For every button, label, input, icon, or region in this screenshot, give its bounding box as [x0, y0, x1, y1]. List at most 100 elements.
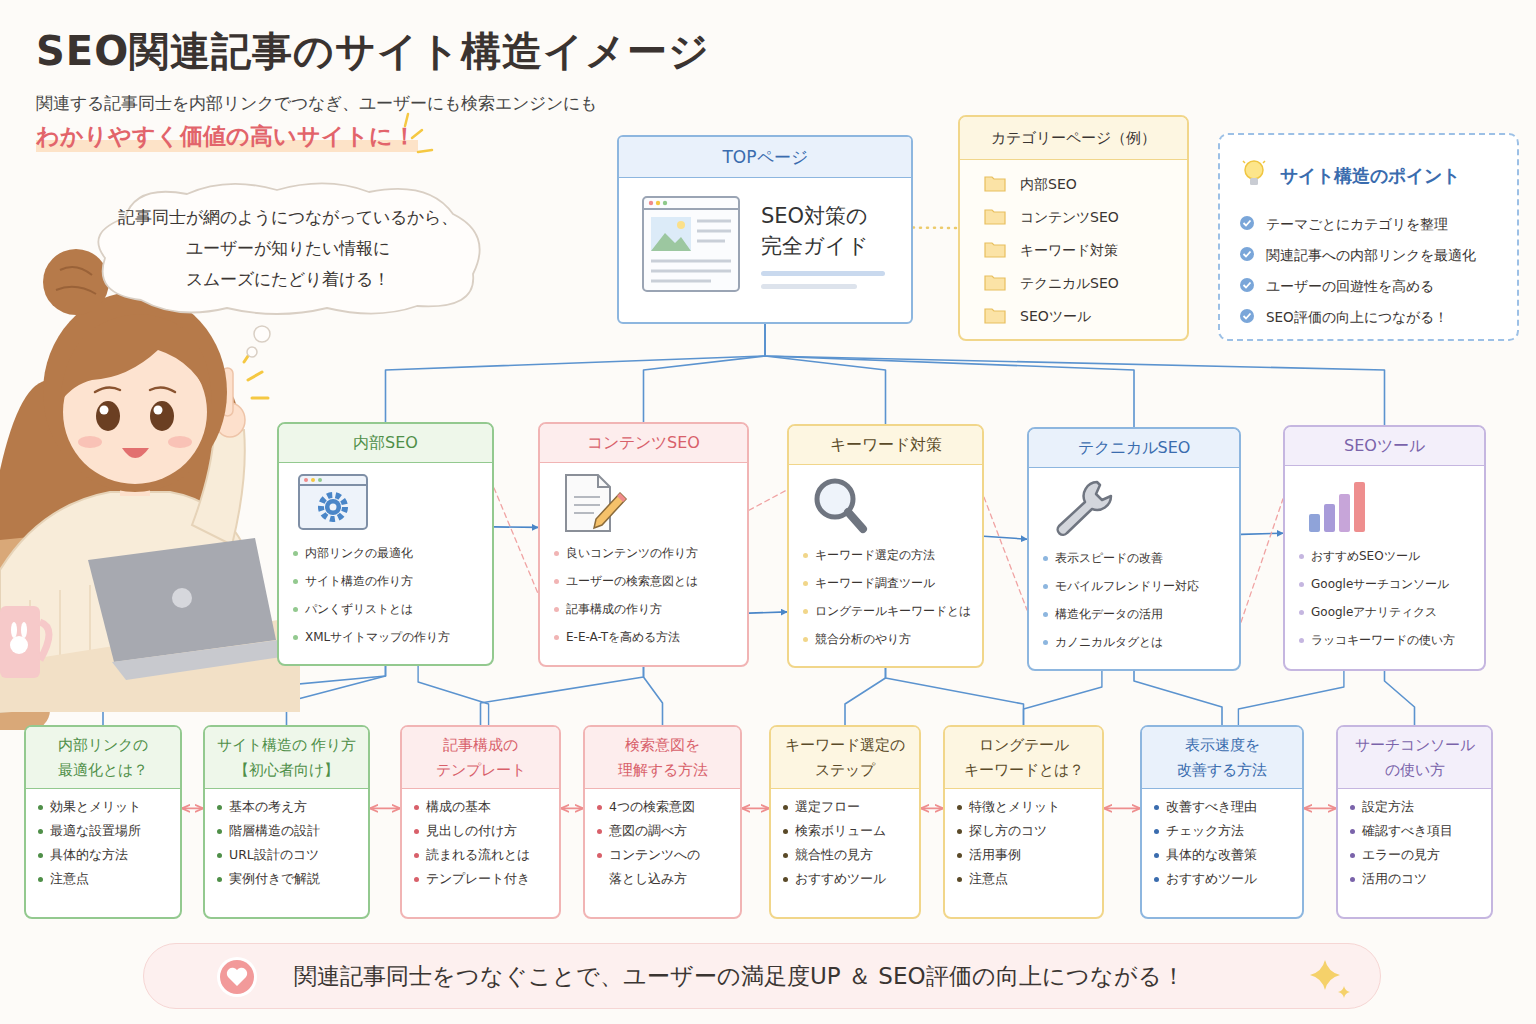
item-list: 4つの検索意図意図の調べ方コンテンツへの 落とし込み方 [585, 789, 740, 891]
category-heading: 内部SEO [279, 424, 492, 463]
item-text: 表示スピードの改善 [1055, 551, 1163, 565]
category-icon-part-part [311, 478, 315, 482]
folder-icon-part-part [985, 243, 1005, 257]
item-text: キーワード対策 [1020, 242, 1118, 260]
bullet [217, 853, 222, 858]
bullet [217, 829, 222, 834]
list-row: SEOツール [984, 300, 1187, 333]
text-bars [761, 269, 891, 293]
list-item: 見出しの付け方 [414, 819, 555, 843]
page-icon [641, 195, 741, 295]
list-item: 競合性の見方 [783, 843, 915, 867]
category-icon [279, 463, 492, 529]
folder-icon-part-part [985, 177, 1005, 191]
bullet [217, 805, 222, 810]
item-text: 良いコンテンツの作り方 [566, 546, 698, 560]
item-text: URL設計のコツ [229, 847, 319, 862]
category-heading: テクニカルSEO [1029, 429, 1239, 468]
list-item: 改善すべき理由 [1154, 795, 1298, 819]
list-item: 意図の調べ方 [597, 819, 736, 843]
item-text: Googleアナリティクス [1311, 605, 1437, 619]
list-item: キーワード選定の方法 [803, 541, 978, 569]
connector [1385, 671, 1415, 725]
page-icon-part [641, 195, 741, 295]
item-text: 階層構造の設計 [229, 823, 320, 838]
text-bars-part-part [761, 284, 857, 289]
item-text: SEOツール [1020, 308, 1091, 326]
article-box: サイト構造の 作り方【初心者向け】基本の考え方階層構造の設計URL設計のコツ実例… [203, 725, 370, 919]
category-box: SEOツールおすすめSEOツールGoogleサーチコンソールGoogleアナリテ… [1283, 425, 1486, 671]
list-item: サイト構造の作り方 [293, 567, 488, 595]
item-text: 注意点 [50, 871, 89, 886]
connector [1241, 533, 1283, 534]
connector [913, 226, 958, 229]
page-icon-part-part [651, 280, 711, 283]
item-list: 設定方法確認すべき項目エラーの見方活用のコツ [1338, 789, 1491, 891]
folder-icon [984, 207, 1020, 228]
bullet [803, 581, 808, 586]
category-icon-part-part [318, 478, 322, 482]
check-icon-part [1240, 216, 1254, 230]
bullet [38, 853, 43, 858]
list-item: 内部リンクの最適化 [293, 539, 488, 567]
bullet [957, 853, 962, 858]
bullet [1350, 853, 1355, 858]
list-item: 選定フロー [783, 795, 915, 819]
girl-illustration-part [112, 640, 302, 680]
girl-illustration-part [11, 622, 17, 638]
bullet [1154, 877, 1159, 882]
list-item: 読まれる流れとは [414, 843, 555, 867]
item-text: ユーザーの検索意図とは [566, 574, 698, 588]
page-icon-part-part [651, 260, 731, 263]
connector [494, 488, 538, 594]
girl-illustration-part [43, 292, 227, 492]
bullet [783, 805, 788, 810]
list-row: ユーザーの回遊性を高める [1240, 271, 1517, 302]
item-text: テーマごとにカテゴリを整理 [1266, 216, 1448, 234]
bullet [217, 877, 222, 882]
node-heading: TOPページ [619, 137, 911, 178]
list-item: XMLサイトマップの作り方 [293, 623, 488, 651]
bullet [1299, 554, 1304, 559]
category-icon-part-part [598, 475, 610, 487]
list-item: 記事構成の作り方 [554, 595, 743, 623]
folder-icon-part [984, 306, 1006, 324]
page-icon-part-part [663, 201, 667, 205]
category-icon-part-part [304, 478, 308, 482]
bulb-icon-part-part [1245, 161, 1263, 179]
item-text: 具体的な改善策 [1166, 847, 1257, 862]
item-text: おすすめSEOツール [1311, 549, 1420, 563]
item-text: 探し方のコツ [969, 823, 1047, 838]
item-text: XMLサイトマップの作り方 [305, 630, 450, 644]
category-icon-part-part [848, 512, 863, 529]
bullet [554, 551, 559, 556]
article-box: ロングテール キーワードとは？特徴とメリット探し方のコツ活用事例注意点 [943, 725, 1104, 919]
list-item: おすすめツール [1154, 867, 1298, 891]
item-text: テンプレート付き [426, 871, 530, 886]
heart-icon-part-part [220, 960, 254, 994]
girl-illustration-part [100, 406, 109, 415]
connector [1238, 671, 1344, 725]
list-item: キーワード調査ツール [803, 569, 978, 597]
category-box: 内部SEO内部リンクの最適化サイト構造の作り方パンくずリストとはXMLサイトマッ… [277, 422, 494, 666]
list-row: テクニカルSEO [984, 267, 1187, 300]
list-item: 注意点 [38, 867, 176, 891]
connector [742, 808, 769, 810]
connector [1241, 499, 1283, 622]
item-text: 活用のコツ [1362, 871, 1427, 886]
folder-icon [984, 306, 1020, 327]
item-list: 改善すべき理由チェック方法具体的な改善策おすすめツール [1142, 789, 1302, 891]
text-bars-part-part [761, 271, 885, 276]
item-text: Googleサーチコンソール [1311, 577, 1449, 591]
item-text: 見出しの付け方 [426, 823, 517, 838]
category-box: コンテンツSEO良いコンテンツの作り方ユーザーの検索意図とは記事構成の作り方E-… [538, 422, 749, 667]
decoration-layer-part [247, 347, 257, 357]
item-text: モバイルフレンドリー対応 [1055, 579, 1199, 593]
item-text: おすすめツール [795, 871, 886, 886]
check-icon-part [1240, 247, 1254, 261]
points-box: サイト構造のポイントテーマごとにカテゴリを整理関連記事への内部リンクを最適化ユー… [1218, 133, 1519, 341]
check-icon-part-part [1244, 314, 1251, 319]
item-list: 内部SEOコンテンツSEOキーワード対策テクニカルSEOSEOツール [960, 160, 1187, 333]
page-icon-part-part [697, 220, 731, 223]
item-text: カノニカルタグとは [1055, 635, 1163, 649]
